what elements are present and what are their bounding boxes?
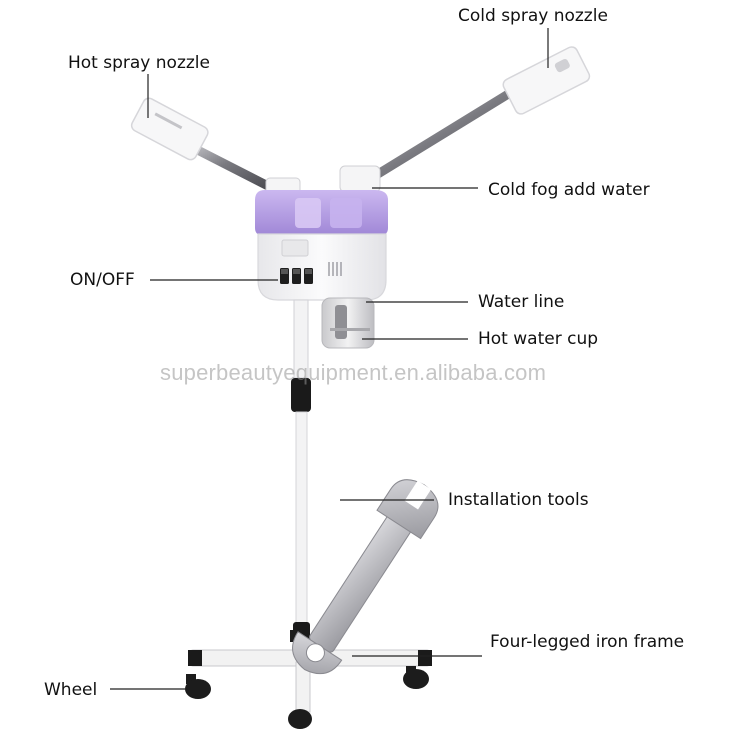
hot-spray-arm [130, 97, 277, 193]
label-hot-water-cup: Hot water cup [478, 329, 599, 349]
hot-water-cup [321, 297, 375, 349]
label-hot-spray-nozzle: Hot spray nozzle [68, 53, 210, 73]
cold-spray-nozzle [502, 46, 591, 115]
vent-grille [328, 262, 342, 276]
wheels [185, 630, 429, 729]
label-wheel: Wheel [44, 680, 98, 700]
water-tank [255, 190, 388, 236]
label-water-line: Water line [478, 292, 565, 312]
stand-pole [291, 299, 311, 662]
hot-spray-nozzle [130, 97, 209, 161]
label-four-legged-frame: Four-legged iron frame [490, 632, 685, 652]
on-off-switches [280, 268, 313, 284]
watermark-text: superbeautyequipment.en.alibaba.com [160, 360, 547, 385]
label-cold-spray-nozzle: Cold spray nozzle [458, 6, 608, 26]
cold-spray-arm [355, 46, 591, 190]
wrench-tool [292, 479, 439, 675]
label-installation-tools: Installation tools [448, 490, 589, 510]
leader-lines [110, 28, 549, 690]
label-on-off: ON/OFF [70, 270, 135, 290]
steamer-body [257, 233, 387, 301]
label-cold-fog-add-water: Cold fog add water [488, 180, 650, 200]
